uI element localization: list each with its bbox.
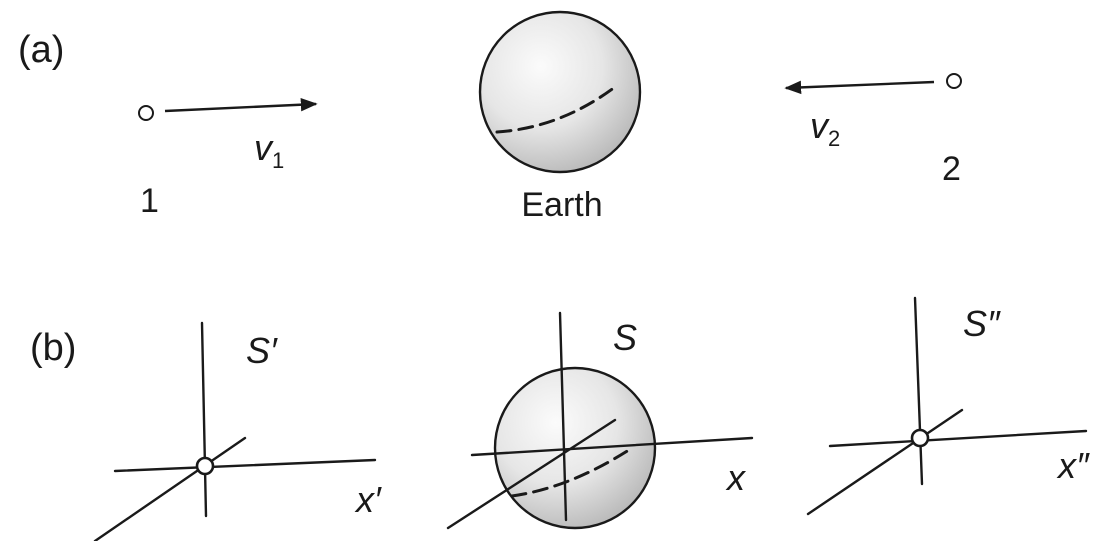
- frame-s-double-prime-axis-label: x″: [1056, 445, 1090, 486]
- frame-s-double-prime: S″ x″: [806, 296, 1090, 516]
- panel-a: (a) v1 1 Earth v2 2: [18, 10, 962, 224]
- frame-s-prime-depth-axis: [93, 436, 247, 541]
- velocity-2-subscript: 2: [828, 126, 840, 151]
- frame-s-equator-arc: [510, 446, 634, 498]
- object-2-marker: [946, 73, 962, 89]
- frame-s-axis-label: x: [725, 457, 747, 498]
- frame-s-double-prime-x-axis: [828, 429, 1088, 448]
- earth-label: Earth: [521, 186, 602, 224]
- frame-s-prime-name: S′: [246, 330, 278, 371]
- earth-equator-arc: [495, 85, 617, 134]
- earth-sphere: [478, 10, 642, 174]
- frame-s-double-prime-vertical-axis: [913, 296, 924, 486]
- frame-s-prime-x-axis: [113, 458, 377, 473]
- frame-s-prime-axis-label: x′: [354, 479, 382, 520]
- frame-s-vertical-axis: [558, 311, 568, 522]
- frame-s-double-prime-depth-axis: [806, 408, 964, 516]
- velocity-1-v: v: [254, 127, 274, 168]
- frame-s-name: S: [613, 317, 637, 358]
- frame-s: S x: [446, 311, 754, 530]
- frame-s-prime-origin: [195, 456, 215, 476]
- object-2-label: 2: [942, 150, 961, 188]
- panel-a-label: (a): [18, 29, 64, 71]
- frame-s-prime: S′ x′: [93, 321, 382, 541]
- frame-s-x-axis: [470, 436, 754, 457]
- object-1-label: 1: [140, 182, 159, 220]
- velocity-2-v: v: [810, 105, 830, 146]
- panel-b: (b) S′ x′ S x S″ x″: [30, 296, 1090, 541]
- frame-s-double-prime-origin: [910, 428, 930, 448]
- object-1-marker: [138, 105, 154, 121]
- velocity-1-subscript: 1: [272, 148, 284, 173]
- frame-s-double-prime-name: S″: [963, 303, 1001, 344]
- velocity-1-arrow: [164, 97, 318, 113]
- velocity-2-label: v2: [810, 105, 840, 151]
- frame-s-prime-vertical-axis: [200, 321, 208, 518]
- velocity-1-label: v1: [254, 127, 284, 173]
- velocity-2-arrow: [784, 80, 935, 95]
- frame-s-depth-axis: [446, 418, 617, 530]
- panel-b-label: (b): [30, 327, 76, 369]
